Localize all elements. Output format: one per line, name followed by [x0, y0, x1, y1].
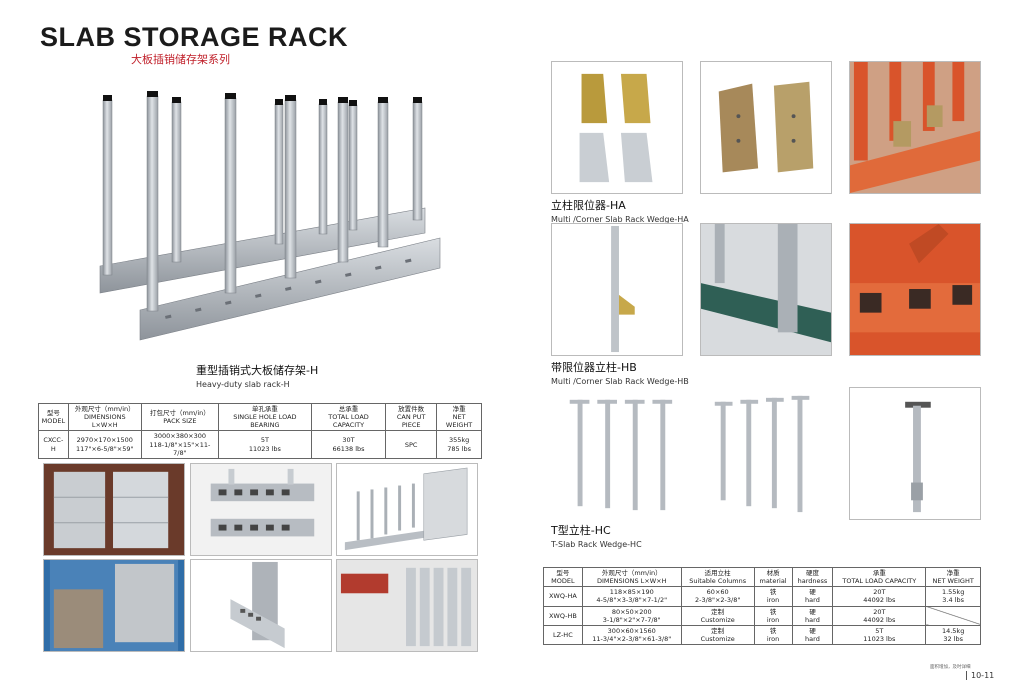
photo-hc-single-post [849, 387, 981, 520]
photo-post-socket [190, 559, 332, 652]
page-title: SLAB STORAGE RACK [40, 22, 349, 52]
photo-hb-orange-closeup [849, 223, 981, 356]
hero-rack-image [95, 88, 455, 358]
table-header: 外观尺寸（mm/in）DIMENSIONS L×W×H [67, 402, 142, 432]
photo-warehouse-stock [336, 559, 478, 652]
table-cell: CXCC-H [38, 430, 69, 459]
photo-container-loading [43, 559, 185, 652]
table-header: 外观尺寸（mm/in）DIMENSIONS L×W×H [581, 566, 682, 588]
page-subtitle: 大板插销储存架系列 [131, 53, 230, 66]
photo-hc-t-posts-angle [700, 387, 832, 520]
caption-hb: 带限位器立柱-HB Multi /Corner Slab Rack Wedge-… [551, 359, 689, 386]
caption-hb-en: Multi /Corner Slab Rack Wedge-HB [551, 377, 689, 386]
page-number: 10-11 [966, 671, 995, 680]
table-cell: SPC [385, 430, 438, 459]
photo-container-loaded-packs [43, 463, 185, 556]
caption-hc: T型立柱-HC T-Slab Rack Wedge-HC [551, 522, 642, 549]
page-number-block: 面积增加，及时详细 10-11 [930, 664, 995, 680]
photo-rack-with-slabs [336, 463, 478, 556]
caption-ha-cn: 立柱限位器-HA [551, 199, 626, 212]
caption-hb-cn: 带限位器立柱-HB [551, 361, 637, 374]
photo-hb-on-green-rack [700, 223, 832, 356]
hero-caption-cn: 重型插销式大板储存架-H [196, 364, 319, 377]
photo-hc-t-posts [551, 387, 683, 520]
hero-caption-en: Heavy-duty slab rack-H [196, 380, 290, 389]
table-cell: XWQ-HA [543, 586, 583, 607]
table-header: 打包尺寸（mm/in）PACK SIZE [140, 402, 219, 432]
photo-ha-wedge-pair [700, 61, 832, 194]
hero-caption: 重型插销式大板储存架-H Heavy-duty slab rack-H [196, 362, 318, 389]
caption-hc-cn: T型立柱-HC [551, 524, 611, 537]
photo-hb-post [551, 223, 683, 356]
table-cell-empty [925, 605, 981, 626]
table-cell: XWQ-HB [543, 605, 583, 626]
table-cell: LZ-HC [543, 624, 583, 646]
photo-ha-on-orange-rack [849, 61, 981, 194]
footer-note: 面积增加，及时详细 [930, 665, 971, 670]
caption-ha: 立柱限位器-HA Multi /Corner Slab Rack Wedge-H… [551, 197, 689, 224]
caption-hc-en: T-Slab Rack Wedge-HC [551, 540, 642, 549]
photo-base-detail [190, 463, 332, 556]
photo-ha-wedge-parts [551, 61, 683, 194]
caption-ha-en: Multi /Corner Slab Rack Wedge-HA [551, 215, 689, 224]
